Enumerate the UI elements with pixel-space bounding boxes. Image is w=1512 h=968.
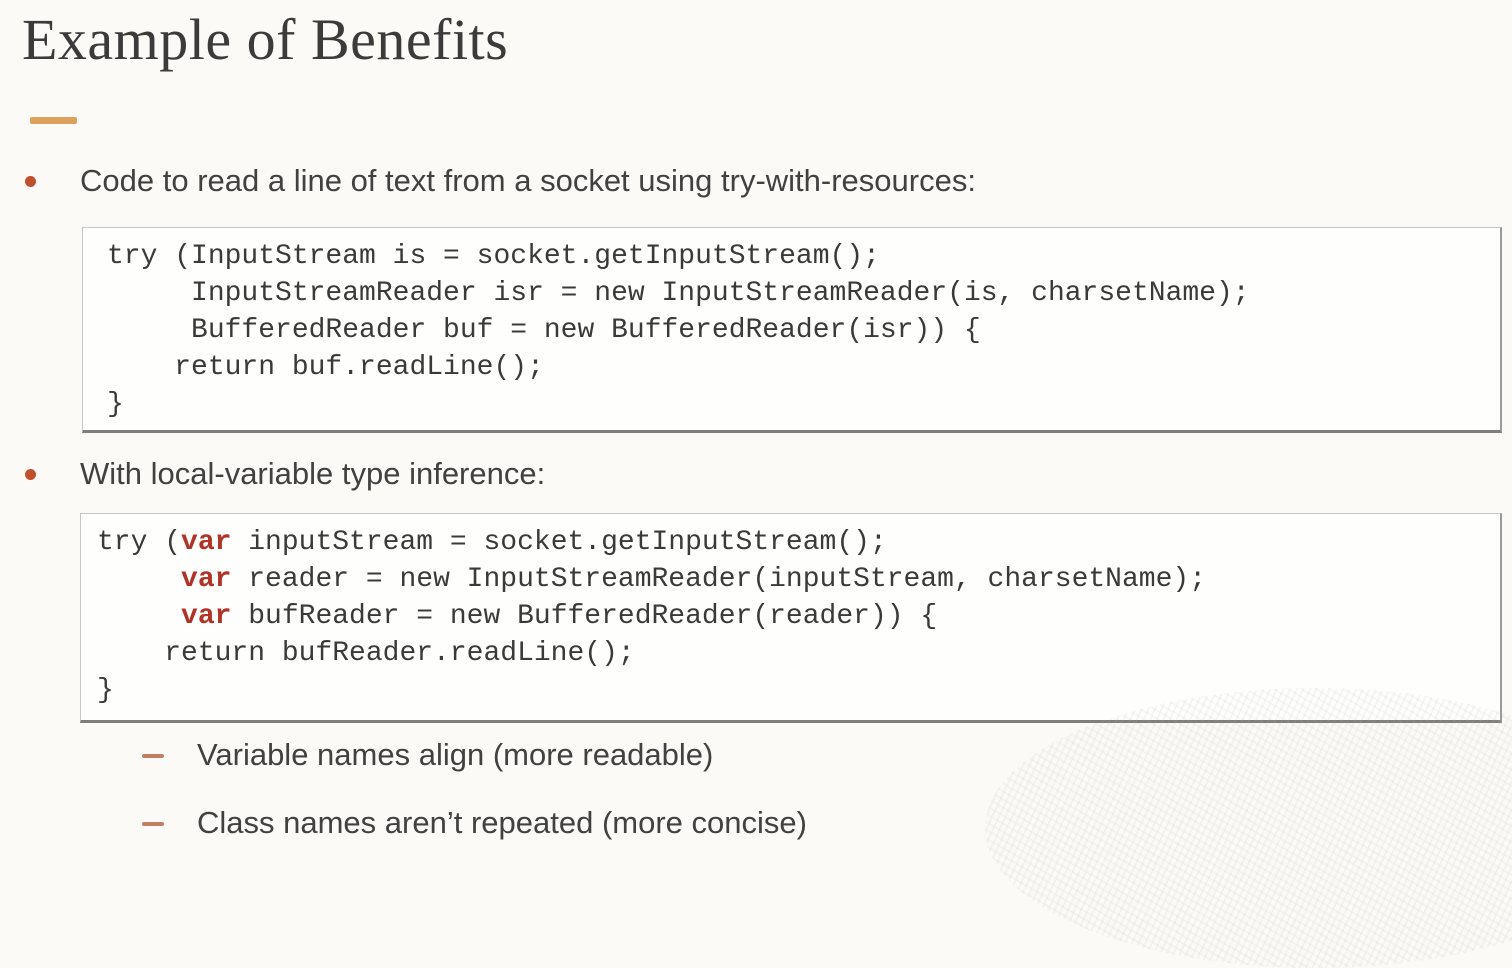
- decorative-corner-texture: [985, 688, 1512, 968]
- bullet-text: Code to read a line of text from a socke…: [80, 163, 976, 198]
- code-line: return bufReader.readLine();: [97, 638, 635, 669]
- code-line: }: [97, 675, 114, 706]
- var-keyword: var: [181, 601, 232, 632]
- sub-bullet-text: Variable names align (more readable): [197, 737, 714, 772]
- slide: { "slide": { "title": "Example of Benefi…: [22, 7, 1512, 968]
- code-line: BufferedReader buf = new BufferedReader(…: [107, 315, 981, 346]
- sub-bullet-readable: Variable names align (more readable): [142, 737, 713, 773]
- bullet-item-try-with-resources: Code to read a line of text from a socke…: [25, 163, 976, 199]
- var-keyword: var: [181, 527, 232, 558]
- code-block-var-inference: try (var inputStream = socket.getInputSt…: [80, 513, 1502, 723]
- code-line: InputStreamReader isr = new InputStreamR…: [107, 278, 1250, 309]
- sub-bullet-concise: Class names aren’t repeated (more concis…: [142, 805, 807, 841]
- slide-title: Example of Benefits: [22, 7, 509, 72]
- bullet-dot-icon: [25, 469, 36, 480]
- code-line: }: [107, 389, 124, 420]
- bullet-item-type-inference: With local-variable type inference:: [25, 456, 545, 492]
- title-accent-dash: [30, 117, 77, 124]
- var-keyword: var: [181, 564, 232, 595]
- code-line: var bufReader = new BufferedReader(reade…: [181, 601, 938, 632]
- code-block-try-with-resources: try (InputStream is = socket.getInputStr…: [82, 227, 1502, 433]
- code-line: return buf.readLine();: [107, 352, 544, 383]
- bullet-dot-icon: [25, 176, 36, 187]
- bullet-text: With local-variable type inference:: [80, 456, 546, 491]
- code-line: var reader = new InputStreamReader(input…: [181, 564, 1206, 595]
- sub-bullet-dash-icon: [142, 822, 164, 826]
- code-line: try (var inputStream = socket.getInputSt…: [97, 527, 887, 558]
- sub-bullet-dash-icon: [142, 754, 164, 758]
- code-line: try (InputStream is = socket.getInputStr…: [107, 241, 880, 272]
- sub-bullet-text: Class names aren’t repeated (more concis…: [197, 805, 807, 840]
